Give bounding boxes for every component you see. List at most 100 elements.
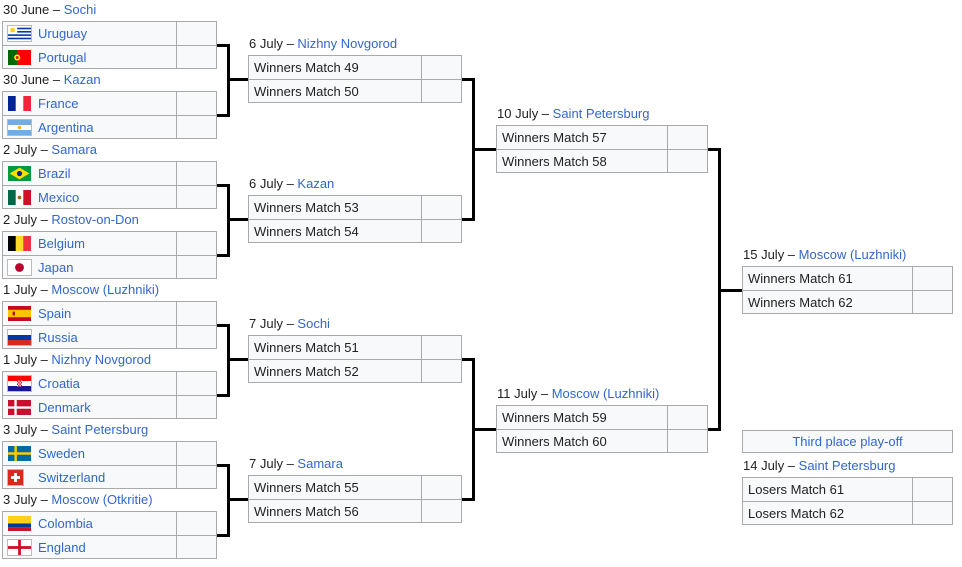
bracket-connector-line bbox=[462, 218, 475, 221]
match-row: England bbox=[3, 535, 216, 558]
team-link[interactable]: England bbox=[38, 539, 86, 555]
team-link[interactable]: Colombia bbox=[38, 516, 93, 531]
match-date: 3 July – bbox=[3, 492, 52, 507]
match-header: 3 July – Saint Petersburg bbox=[3, 422, 217, 438]
team-link[interactable]: Mexico bbox=[38, 189, 80, 205]
team-link[interactable]: Denmark bbox=[38, 399, 91, 415]
flag-belgium-icon bbox=[8, 236, 31, 251]
match-row: France bbox=[3, 92, 216, 115]
placeholder-team-label: Winners Match 61 bbox=[748, 271, 853, 286]
bracket-connector-line bbox=[217, 534, 230, 537]
placeholder-team-label: Losers Match 61 bbox=[748, 482, 845, 497]
venue-link[interactable]: Moscow (Otkritie) bbox=[51, 492, 153, 507]
venue-link[interactable]: Saint Petersburg bbox=[51, 422, 149, 437]
flag-denmark-icon bbox=[8, 399, 31, 415]
venue-link[interactable]: Kazan bbox=[297, 176, 335, 191]
team-link[interactable]: Croatia bbox=[38, 376, 80, 391]
venue-link[interactable]: Samara bbox=[297, 456, 343, 471]
team-link[interactable]: Argentina bbox=[38, 119, 94, 135]
score-cell bbox=[912, 478, 952, 501]
placeholder-team-label: Winners Match 57 bbox=[502, 130, 607, 145]
flag-sweden-icon bbox=[8, 446, 31, 461]
match-row: Winners Match 52 bbox=[249, 359, 461, 382]
team-cell: Winners Match 53 bbox=[249, 196, 421, 219]
team-link[interactable]: France bbox=[38, 96, 79, 111]
flag-spain-icon bbox=[8, 306, 31, 321]
team-cell: Mexico bbox=[3, 186, 176, 208]
match-row: Spain bbox=[3, 302, 216, 325]
match-table: Winners Match 57 Winners Match 58 bbox=[496, 125, 708, 173]
venue-link[interactable]: Rostov-on-Don bbox=[51, 212, 139, 227]
bracket-connector-line bbox=[708, 428, 721, 431]
score-cell bbox=[176, 372, 216, 395]
bracket-connector-line bbox=[217, 184, 230, 187]
team-link[interactable]: Japan bbox=[38, 259, 74, 275]
team-cell: Uruguay bbox=[3, 22, 176, 45]
bracket-connector-line bbox=[718, 289, 742, 292]
match-date: 1 July – bbox=[3, 282, 52, 297]
match-header: 3 July – Moscow (Otkritie) bbox=[3, 492, 217, 508]
venue-link[interactable]: Kazan bbox=[63, 72, 101, 87]
match-header: 10 July – Saint Petersburg bbox=[497, 106, 708, 122]
team-link[interactable]: Russia bbox=[38, 329, 78, 345]
venue-link[interactable]: Moscow (Luzhniki) bbox=[551, 386, 660, 401]
score-cell bbox=[421, 56, 461, 79]
score-cell bbox=[176, 232, 216, 255]
venue-link[interactable]: Nizhny Novgorod bbox=[51, 352, 152, 367]
team-link[interactable]: Spain bbox=[38, 306, 72, 321]
match-header: 7 July – Sochi bbox=[249, 316, 462, 332]
score-cell bbox=[176, 466, 216, 488]
team-link[interactable]: Uruguay bbox=[38, 26, 88, 41]
third-place-playoff-link[interactable]: Third place play-off bbox=[792, 434, 903, 449]
team-cell: Winners Match 56 bbox=[249, 500, 421, 522]
team-link[interactable]: Portugal bbox=[38, 49, 87, 65]
venue-link[interactable]: Nizhny Novgorod bbox=[297, 36, 398, 51]
team-link[interactable]: Brazil bbox=[38, 166, 71, 181]
third-place-playoff-title: Third place play-off bbox=[742, 430, 953, 453]
match-header: 6 July – Kazan bbox=[249, 176, 462, 192]
venue-link[interactable]: Samara bbox=[51, 142, 97, 157]
team-cell: Winners Match 51 bbox=[249, 336, 421, 359]
score-cell bbox=[176, 536, 216, 558]
score-cell bbox=[421, 336, 461, 359]
venue-link[interactable]: Sochi bbox=[63, 2, 97, 17]
team-cell: Losers Match 62 bbox=[743, 502, 912, 524]
bracket-connector-line bbox=[462, 358, 475, 361]
venue-link[interactable]: Moscow (Luzhniki) bbox=[798, 247, 907, 262]
match-header: 30 June – Kazan bbox=[3, 72, 217, 88]
match-row: Winners Match 61 bbox=[743, 267, 952, 290]
bracket-connector-line bbox=[462, 78, 475, 81]
venue-link[interactable]: Moscow (Luzhniki) bbox=[51, 282, 160, 297]
match-row: Argentina bbox=[3, 115, 216, 138]
bracket-connector-line bbox=[708, 148, 721, 151]
score-cell bbox=[176, 396, 216, 418]
team-cell: Winners Match 59 bbox=[497, 406, 667, 429]
bracket-connector-line bbox=[217, 254, 230, 257]
team-link[interactable]: Sweden bbox=[38, 446, 85, 461]
score-cell bbox=[667, 430, 707, 452]
placeholder-team-label: Winners Match 59 bbox=[502, 410, 607, 425]
team-cell: Brazil bbox=[3, 162, 176, 185]
team-link[interactable]: Belgium bbox=[38, 236, 85, 251]
match-date: 15 July – bbox=[743, 247, 799, 262]
venue-link[interactable]: Saint Petersburg bbox=[552, 106, 650, 121]
score-cell bbox=[176, 92, 216, 115]
team-cell: Japan bbox=[3, 256, 176, 278]
flag-russia-icon bbox=[7, 328, 32, 346]
venue-link[interactable]: Saint Petersburg bbox=[798, 458, 896, 473]
team-cell: Winners Match 58 bbox=[497, 150, 667, 172]
team-cell: Belgium bbox=[3, 232, 176, 255]
team-cell: Winners Match 52 bbox=[249, 360, 421, 382]
placeholder-team-label: Winners Match 53 bbox=[254, 200, 359, 215]
team-cell: Argentina bbox=[3, 116, 176, 138]
flag-brazil-icon bbox=[8, 166, 31, 181]
team-cell: England bbox=[3, 536, 176, 558]
venue-link[interactable]: Sochi bbox=[297, 316, 330, 331]
match-row: Sweden bbox=[3, 442, 216, 465]
score-cell bbox=[667, 406, 707, 429]
team-link[interactable]: Switzerland bbox=[38, 469, 106, 485]
